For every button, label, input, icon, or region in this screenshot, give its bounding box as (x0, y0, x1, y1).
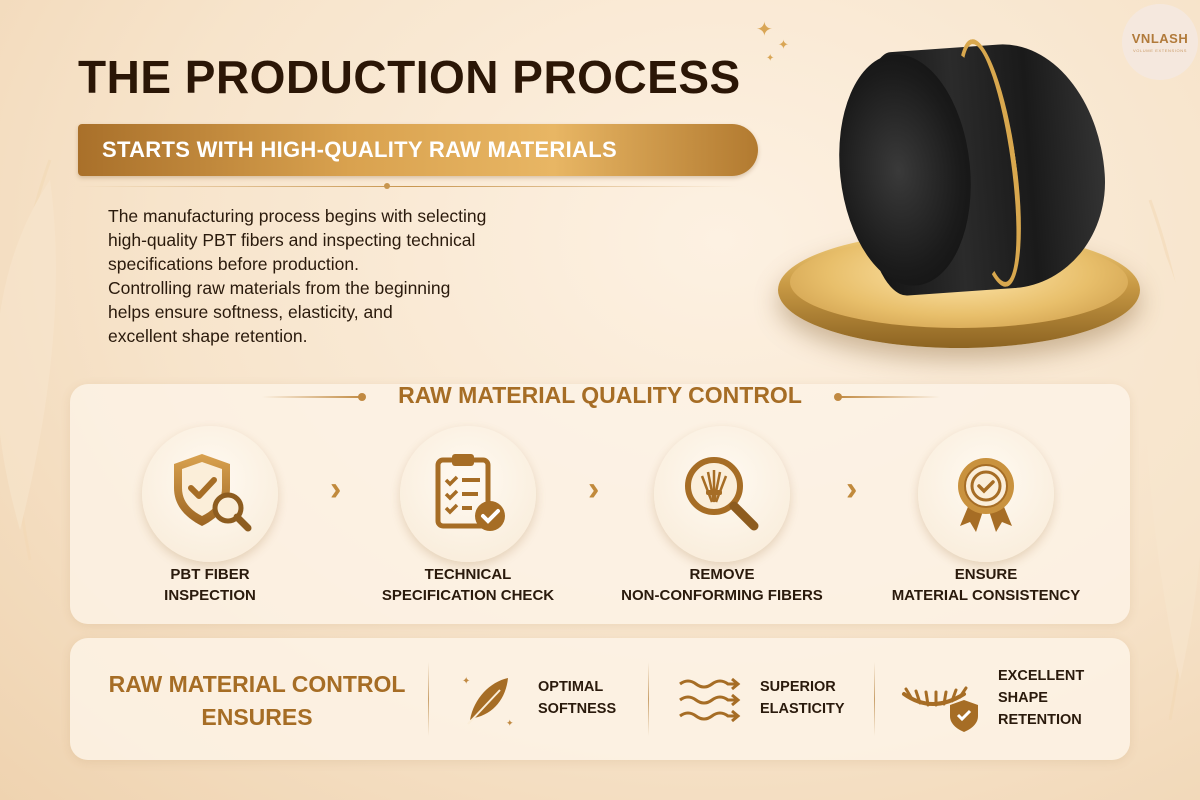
benefits-title-line: ENSURES (201, 704, 313, 730)
benefit-label-elasticity: SUPERIOR ELASTICITY (760, 676, 845, 720)
chevron-right-icon: › (330, 470, 342, 508)
chevron-right-icon: › (588, 470, 600, 508)
benefit-label-line: SHAPE (998, 690, 1048, 706)
quality-control-title: RAW MATERIAL QUALITY CONTROL (398, 382, 802, 408)
benefit-label-line: SOFTNESS (538, 701, 617, 717)
benefit-label-shape-retention: EXCELLENT SHAPE RETENTION (998, 665, 1084, 731)
wave-arrows-icon (679, 677, 741, 723)
step-label-line: NON-CONFORMING FIBERS (621, 587, 823, 604)
eyelash-shield-icon (902, 686, 978, 732)
magnifier-fibers-icon (685, 457, 759, 531)
svg-text:✦: ✦ (506, 719, 514, 729)
step-label-specification-check: TECHNICAL SPECIFICATION CHECK (338, 564, 598, 606)
benefit-divider (648, 662, 649, 736)
svg-text:✦: ✦ (462, 676, 470, 687)
step-label-remove-fibers: REMOVE NON-CONFORMING FIBERS (592, 564, 852, 606)
decorative-feather-left-icon (0, 159, 56, 561)
step-circle-material-consistency (918, 426, 1054, 562)
benefit-divider (428, 662, 429, 736)
benefit-label-line: EXCELLENT (998, 668, 1085, 684)
intro-line: Controlling raw materials from the begin… (108, 278, 451, 298)
step-label-material-consistency: ENSURE MATERIAL CONSISTENCY (856, 564, 1116, 606)
title-dot-left (358, 393, 366, 401)
benefits-title: RAW MATERIAL CONTROL ENSURES (92, 668, 422, 734)
step-label-fiber-inspection: PBT FIBER INSPECTION (80, 564, 340, 606)
clipboard-check-icon (435, 454, 505, 531)
sparkle-icon: ✦ (778, 37, 789, 52)
benefit-label-softness: OPTIMAL SOFTNESS (538, 676, 616, 720)
step-circle-specification-check (400, 426, 536, 562)
intro-line: specifications before production. (108, 254, 359, 274)
step-label-line: TECHNICAL (424, 566, 512, 583)
logo-text: VNLASH (1131, 31, 1189, 46)
benefit-label-line: RETENTION (998, 712, 1082, 728)
intro-line: excellent shape retention. (108, 326, 308, 346)
page-title: THE PRODUCTION PROCESS (78, 51, 741, 103)
shield-magnifier-icon (174, 454, 252, 532)
step-label-line: INSPECTION (164, 587, 256, 604)
sparkle-icon: ✦ (756, 19, 773, 41)
intro-line: The manufacturing process begins with se… (108, 206, 487, 226)
benefit-label-line: ELASTICITY (760, 701, 845, 717)
intro-paragraph: The manufacturing process begins with se… (108, 204, 608, 348)
award-badge-icon (958, 458, 1014, 532)
intro-line: helps ensure softness, elasticity, and (108, 302, 393, 322)
title-line-left (262, 396, 364, 398)
step-circle-fiber-inspection (142, 426, 278, 562)
ribbon-text: STARTS WITH HIGH-QUALITY RAW MATERIALS (102, 137, 617, 162)
logo-subtext: VOLUME EXTENSIONS (1133, 48, 1187, 53)
benefit-divider (874, 662, 875, 736)
step-label-line: PBT FIBER (170, 566, 250, 583)
title-line-right (838, 396, 940, 398)
step-label-line: MATERIAL CONSISTENCY (891, 587, 1081, 604)
ribbon-underline (78, 186, 738, 187)
step-label-line: SPECIFICATION CHECK (381, 587, 555, 604)
sparkle-icon: ✦ (766, 53, 775, 64)
benefit-label-line: OPTIMAL (538, 679, 604, 695)
ribbon-dot (384, 183, 390, 189)
step-circle-remove-fibers (654, 426, 790, 562)
benefits-title-line: RAW MATERIAL CONTROL (108, 671, 406, 697)
intro-line: high-quality PBT fibers and inspecting t… (108, 230, 476, 250)
feather-icon: ✦ ✦ (462, 676, 514, 729)
subtitle-ribbon: STARTS WITH HIGH-QUALITY RAW MATERIALS (78, 124, 758, 176)
step-label-line: ENSURE (954, 566, 1018, 583)
benefit-label-line: SUPERIOR (760, 679, 836, 695)
step-label-line: REMOVE (689, 566, 755, 583)
chevron-right-icon: › (846, 470, 858, 508)
brand-logo: VNLASH VOLUME EXTENSIONS (1122, 4, 1198, 80)
decorative-feather-right-icon (1144, 199, 1200, 721)
